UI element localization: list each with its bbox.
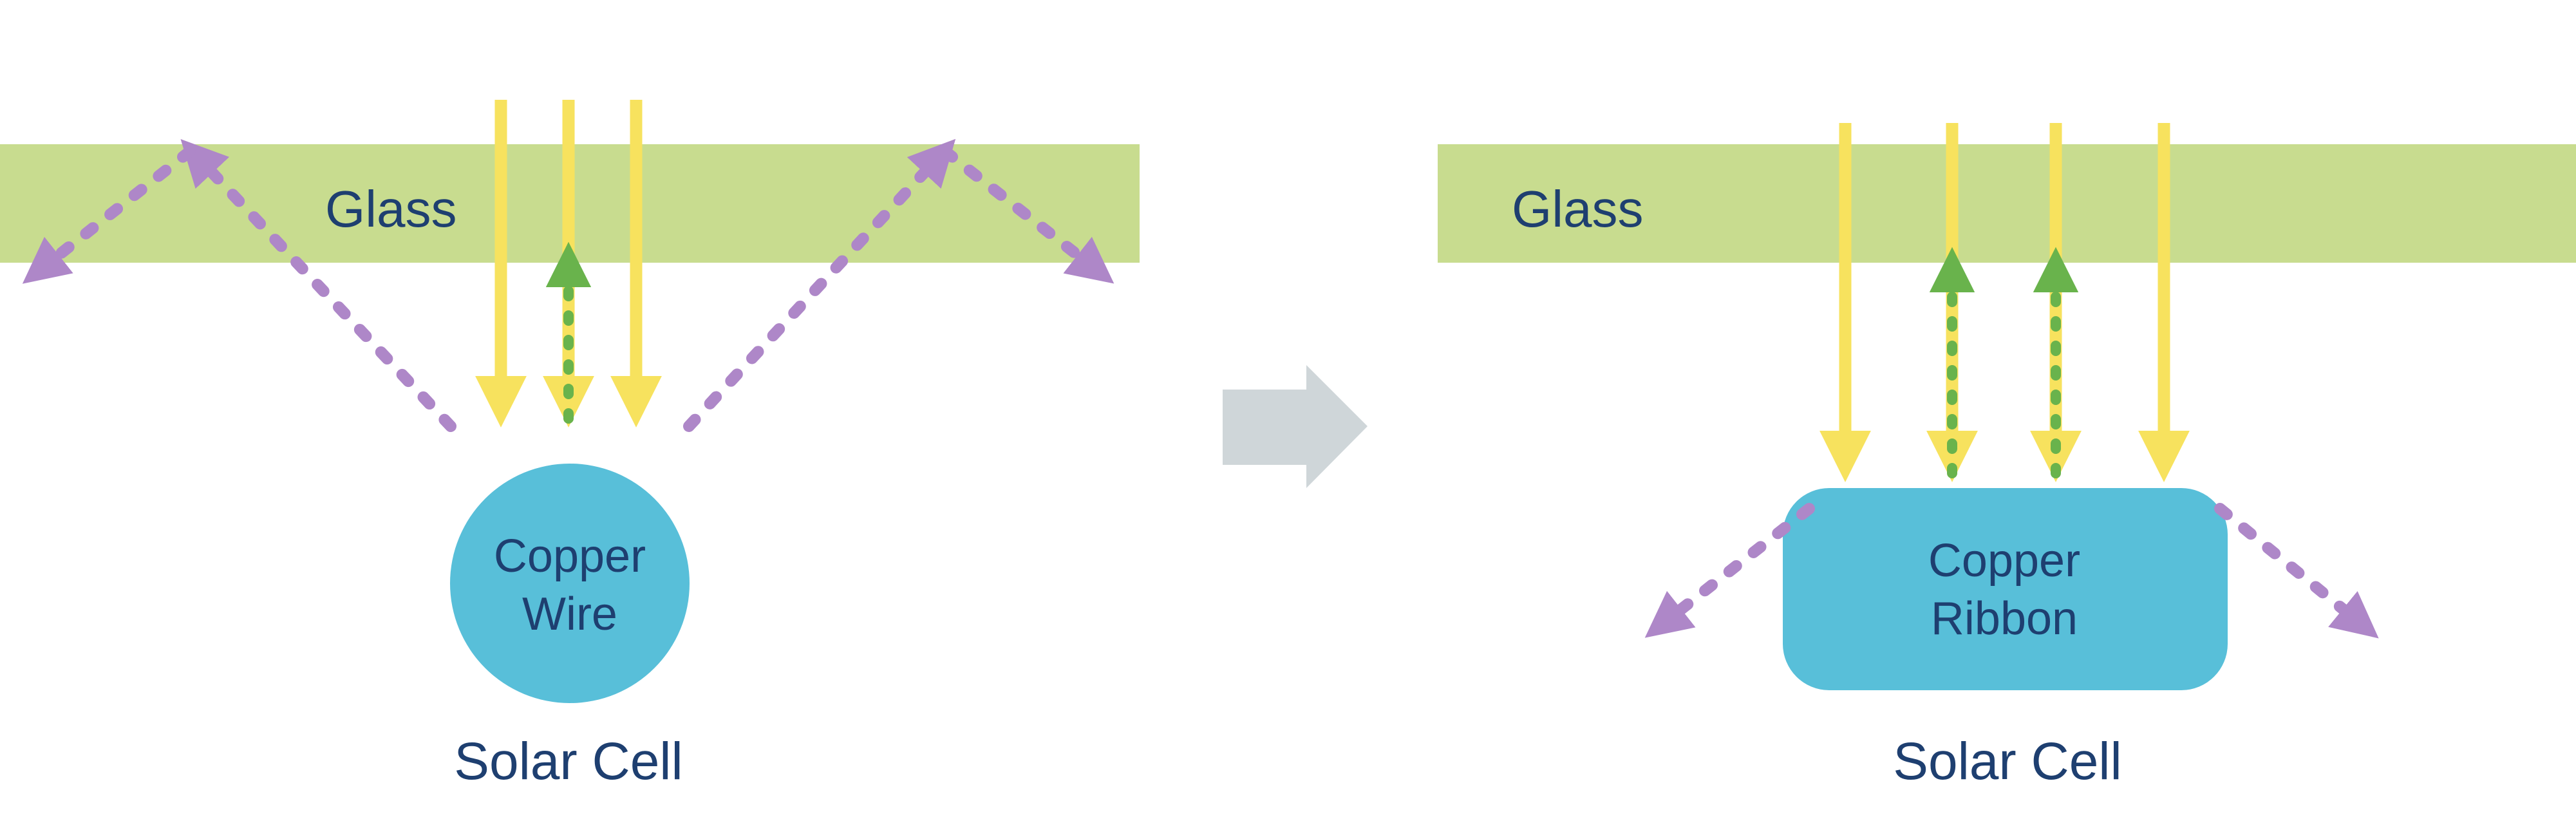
copper-wire-label-line1: Copper [494,531,646,582]
glass-label: Glass [325,180,457,238]
scatter-arrow-escape-left-icon [22,146,196,284]
scatter-arrow-escape-right-icon [2214,503,2379,639]
scatter-arrow-up-left-icon [180,139,456,432]
copper-ribbon-shape [1783,488,2228,690]
scatter-arrow-up-right-icon [683,138,956,432]
scatter-arrow-escape-right-icon [939,146,1114,284]
transition-block-arrow-icon [1223,365,1368,488]
solar-cell-label: Solar Cell [1893,732,2121,791]
glass-layer [1438,144,2576,263]
left-panel: Glass Copper Wire Solar Cell [0,100,1140,791]
scatter-arrow-escape-left-icon [1644,503,1815,638]
solar-cell-label: Solar Cell [454,732,682,791]
glass-label: Glass [1512,180,1644,238]
right-panel: Glass Copper Ribbon Solar Cell [1438,123,2576,791]
copper-wire-label-line2: Wire [522,588,617,640]
copper-ribbon-label-line2: Ribbon [1931,593,2078,645]
copper-wire-shape [450,464,690,703]
copper-ribbon-label-line1: Copper [1928,535,2080,587]
